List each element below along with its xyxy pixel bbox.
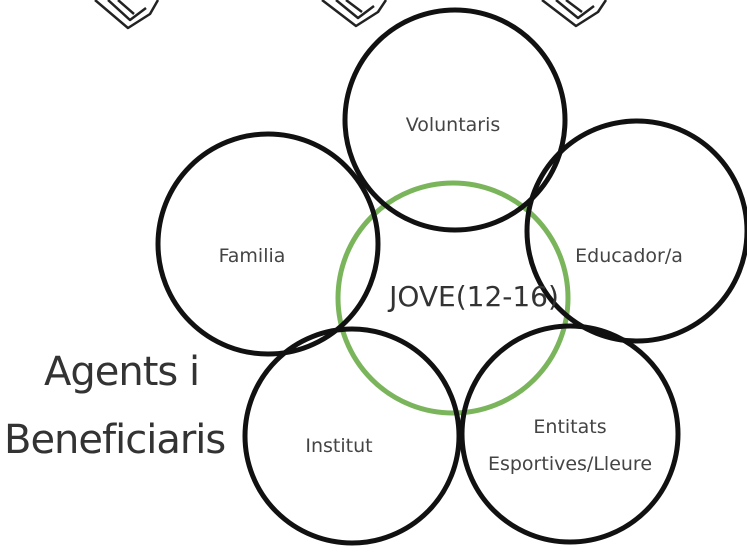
- book-sketch-icon: [321, 0, 388, 28]
- book-sketch-icon: [541, 0, 608, 28]
- educador-circle: [524, 118, 747, 344]
- center-label: JOVE(12-16): [387, 280, 559, 313]
- institut-label: Institut: [305, 435, 372, 457]
- title-line-2: Beneficiaris: [4, 417, 226, 463]
- familia-circle: [155, 131, 381, 357]
- page-title: Agents i Beneficiaris: [4, 338, 244, 474]
- voluntaris-label: Voluntaris: [406, 114, 501, 136]
- educador-label: Educador/a: [575, 245, 683, 267]
- book-sketch-icon: [94, 0, 160, 30]
- entitats-circle: [459, 323, 681, 545]
- institut-circle: [242, 326, 462, 546]
- center-circle: [335, 180, 571, 416]
- entitats-label-line2: Esportives/Lleure: [488, 453, 652, 475]
- familia-label: Familia: [219, 245, 286, 267]
- entitats-label-line1: Entitats: [533, 416, 606, 438]
- voluntaris-circle: [342, 7, 568, 233]
- title-line-1: Agents i: [44, 349, 200, 395]
